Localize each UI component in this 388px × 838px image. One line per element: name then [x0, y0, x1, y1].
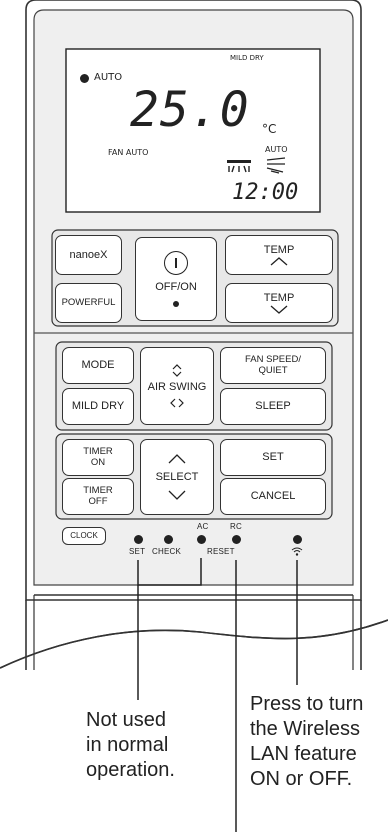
- set-small-button[interactable]: [134, 535, 143, 544]
- check-label: CHECK: [152, 547, 182, 556]
- lcd-temperature: 25.0: [130, 82, 250, 138]
- lcd-swing-label: AUTO: [265, 145, 288, 154]
- swing-leftright-icon: [170, 398, 184, 408]
- callout-wireless-lan: Press to turn the Wireless LAN feature O…: [250, 693, 364, 790]
- temp-down-label: TEMP: [263, 291, 295, 304]
- mode-button[interactable]: MODE: [62, 347, 134, 384]
- clock-button[interactable]: CLOCK: [62, 527, 106, 545]
- ac-reset-button[interactable]: [197, 535, 206, 544]
- temp-down-button[interactable]: TEMP: [225, 283, 333, 323]
- set-small-label: SET: [129, 547, 146, 556]
- lcd-time: 12:00: [232, 180, 299, 205]
- ac-reset-top-label: AC: [197, 522, 209, 531]
- wireless-lan-button[interactable]: [293, 535, 302, 544]
- air-swing-button[interactable]: AIR SWING: [140, 347, 214, 425]
- lcd-auto-label: AUTO: [94, 72, 123, 83]
- off-on-dot: [173, 300, 179, 307]
- auto-indicator-icon: [80, 74, 89, 83]
- temp-up-button[interactable]: TEMP: [225, 235, 333, 275]
- set-button[interactable]: SET: [220, 439, 326, 476]
- rc-reset-button[interactable]: [232, 535, 241, 544]
- sleep-button[interactable]: SLEEP: [220, 388, 326, 425]
- select-down-icon: [168, 490, 186, 500]
- select-label: SELECT: [155, 470, 199, 483]
- timer-on-button[interactable]: TIMER ON: [62, 439, 134, 476]
- off-on-label: OFF/ON: [155, 281, 197, 294]
- fan-icon: [227, 160, 251, 173]
- lcd-unit: °C: [262, 122, 277, 136]
- ac-reset-bottom-label: RESET: [207, 547, 235, 556]
- rc-reset-top-label: RC: [230, 522, 242, 531]
- chevron-up-icon: [270, 257, 288, 266]
- check-button[interactable]: [164, 535, 173, 544]
- off-on-button[interactable]: OFF/ON: [135, 237, 217, 321]
- lcd-mode-label: MILD DRY: [230, 54, 264, 62]
- callout-not-used: Not used in normal operation.: [86, 709, 175, 781]
- select-button[interactable]: SELECT: [140, 439, 214, 515]
- select-up-icon: [168, 454, 186, 464]
- swing-updown-icon: [172, 364, 182, 377]
- swing-icon: [266, 157, 286, 174]
- chevron-down-icon: [270, 305, 288, 314]
- nanoe-button[interactable]: nanoeX: [55, 235, 122, 275]
- air-swing-label: AIR SWING: [147, 380, 207, 393]
- timer-off-button[interactable]: TIMER OFF: [62, 478, 134, 515]
- lcd-fan-label: FAN AUTO: [108, 148, 149, 157]
- fan-speed-button[interactable]: FAN SPEED/ QUIET: [220, 347, 326, 384]
- powerful-button[interactable]: POWERFUL: [55, 283, 122, 323]
- cancel-button[interactable]: CANCEL: [220, 478, 326, 515]
- temp-up-label: TEMP: [263, 243, 295, 256]
- wifi-icon: [291, 547, 303, 556]
- power-icon: [164, 251, 188, 276]
- mild-dry-button[interactable]: MILD DRY: [62, 388, 134, 425]
